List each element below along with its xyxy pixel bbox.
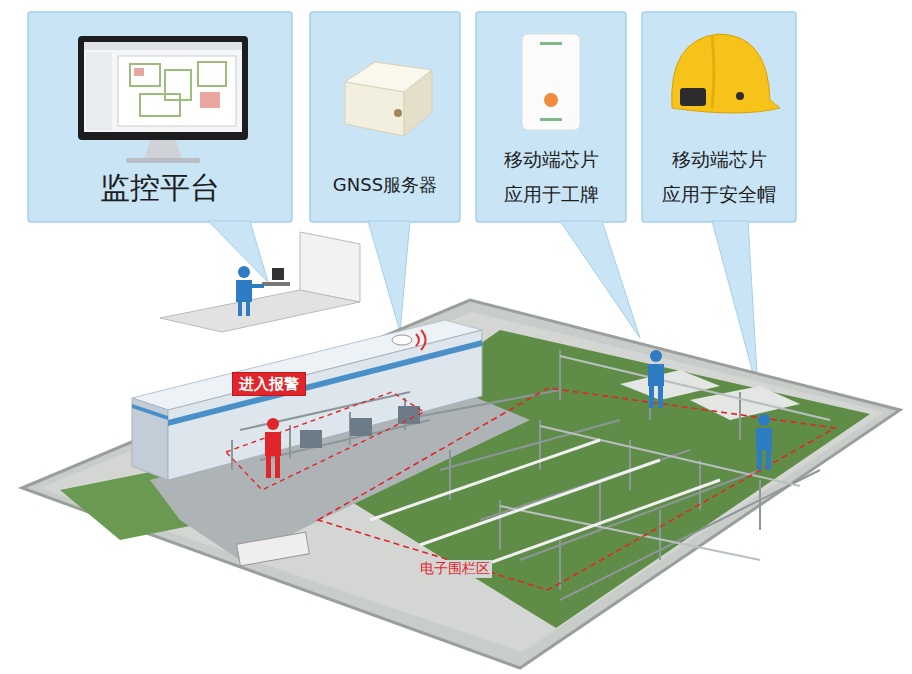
gnss-antenna [392,330,426,350]
worker-figure [648,350,664,408]
node-text: 移动端芯片 应用于工牌 [487,142,615,212]
callout-box: 移动端芯片 应用于工牌 [476,12,626,222]
gate-box [237,532,310,566]
fence-label: 电子围栏区 [418,560,492,578]
node-text: 移动端芯片 应用于安全帽 [653,142,785,212]
node-text: GNSS服务器 [333,174,437,196]
node-text: 进入报警 [239,375,299,393]
callout-box: 监控平台 [28,12,292,222]
transformers [300,406,420,448]
callout-box: 移动端芯片 应用于安全帽 [642,12,796,222]
worker-figure [756,414,772,470]
site-wall [22,300,900,668]
monitor-room [160,232,360,332]
monitor-icon [78,36,248,163]
alarm-badge: 进入报警 [232,372,306,396]
electronic-fence [318,388,835,590]
callout-panels [28,12,796,222]
alarm-zone [226,392,424,490]
intruder-figure [265,418,281,478]
node-text: 监控平台 [100,170,220,206]
badge-icon [522,34,580,130]
gnss-server-icon [345,62,432,136]
helmet-icon [672,34,780,113]
yard-ground [40,312,884,652]
switchgear [232,350,830,600]
control-building [132,320,482,480]
callout-box: GNSS服务器 [310,12,460,222]
